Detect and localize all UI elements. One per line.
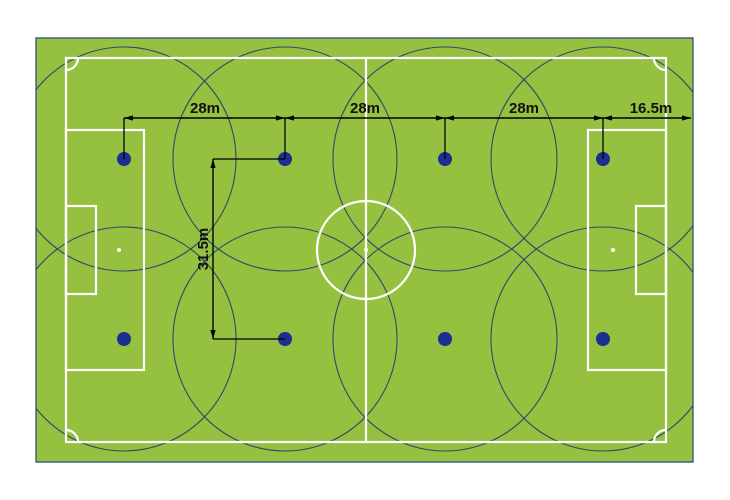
dimension-arrow-d3-start [445,115,454,121]
sprinkler-head-bottom-3[interactable] [438,332,452,346]
coverage-circle-s8 [490,226,693,452]
corner-arc-top-right [652,57,667,72]
dimension-label-28m-1: 28m [190,100,220,117]
corner-arc-bottom-right [652,428,667,443]
corner-arc-bottom-left [65,428,80,443]
dimension-arrow-d2-start [285,115,294,121]
dimension-label-16-5m: 16.5m [630,100,673,117]
sprinkler-head-bottom-4[interactable] [596,332,610,346]
dimension-arrow-d3-end [594,115,603,121]
dimension-label-28m-2: 28m [350,100,380,117]
coverage-circle-s6 [172,226,398,452]
penalty-spot-left [117,248,121,252]
goal-area-right [634,204,668,296]
dimension-label-28m-3: 28m [509,100,539,117]
sprinkler-coverage-circles [36,46,693,452]
dimension-arrow-d1-start [124,115,133,121]
dimension-arrow-d1-end [276,115,285,121]
coverage-circle-s7 [332,226,558,452]
dimension-arrow-d4-start [603,115,612,121]
dimension-arrow-vertical-top [210,159,216,168]
goal-area-left [64,204,98,296]
coverage-circle-s2 [172,46,398,272]
center-circle [315,199,417,301]
coverage-circle-s3 [332,46,558,272]
dimension-arrow-d2-end [436,115,445,121]
penalty-spot-right [611,248,615,252]
dimension-annotations [123,115,691,340]
pitch-markings [64,56,668,444]
sprinkler-head-bottom-1[interactable] [117,332,131,346]
dimension-arrow-vertical-bottom [210,330,216,339]
center-spot [364,248,368,252]
dimension-arrow-d4-end [682,115,691,121]
corner-arc-top-left [65,57,80,72]
coverage-circle-s4 [490,46,693,272]
dimension-label-31-5m: 31.5m [195,228,212,271]
